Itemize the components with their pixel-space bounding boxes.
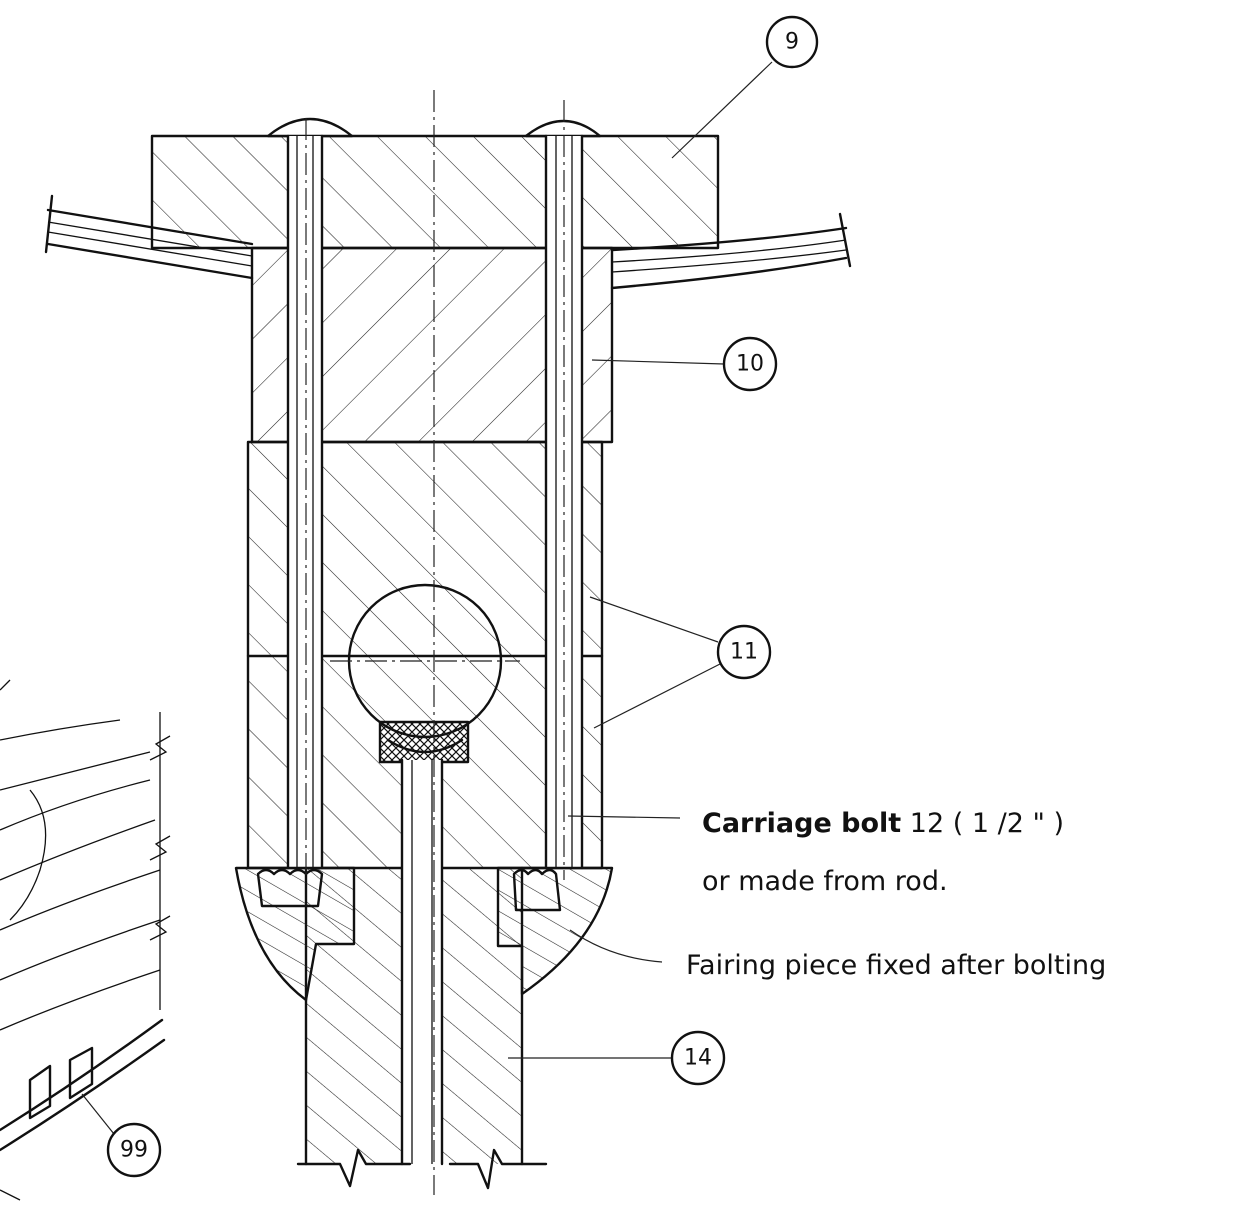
top-block-part-9	[150, 134, 720, 250]
note-fairing: Fairing piece fixed after bolting	[686, 950, 1106, 981]
svg-text:9: 9	[785, 30, 799, 55]
svg-text:11: 11	[730, 640, 758, 665]
callout-10: 10	[722, 336, 778, 392]
svg-text:10: 10	[736, 352, 764, 377]
deck-sketch-left	[0, 679, 171, 1201]
note-carriage-bolt-line2: or made from rod.	[702, 866, 948, 897]
leader-11a	[589, 596, 719, 643]
note-carriage-bolt-size: 12 ( 1 /2 " )	[901, 808, 1064, 839]
leader-99	[81, 1093, 115, 1135]
svg-text:99: 99	[120, 1138, 148, 1163]
svg-text:14: 14	[684, 1046, 712, 1071]
callout-99: 99	[106, 1122, 162, 1178]
callout-14: 14	[670, 1030, 726, 1086]
leader-9	[671, 61, 773, 159]
bolt-head-right	[524, 119, 602, 138]
callout-9: 9	[765, 15, 819, 69]
leader-bolt	[567, 815, 681, 819]
leader-11b	[593, 663, 721, 729]
note-carriage-bolt-bold: Carriage bolt	[702, 808, 901, 839]
leader-fairing	[569, 929, 663, 963]
fairing-piece-left	[234, 866, 356, 1002]
note-carriage-bolt-line1: Carriage bolt 12 ( 1 /2 " )	[702, 808, 1064, 839]
leader-10	[591, 359, 725, 365]
callout-11: 11	[716, 624, 772, 680]
carriage-bolt-left	[286, 134, 324, 870]
fairing-piece-right	[496, 866, 614, 996]
bolt-head-left	[266, 117, 354, 138]
